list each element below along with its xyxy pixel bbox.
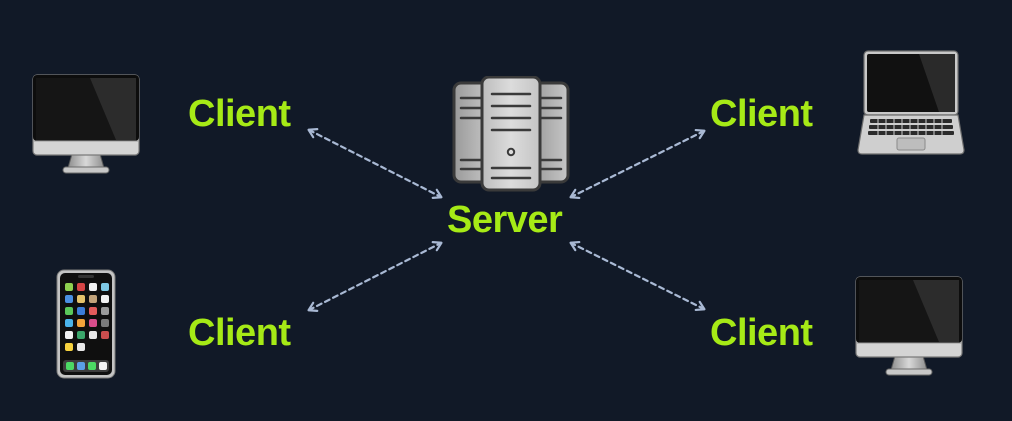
- client-label: Client: [710, 93, 813, 135]
- client-label: Client: [188, 312, 291, 354]
- arrow-server-client-top-left: [307, 128, 443, 199]
- client-label: Client: [710, 312, 813, 354]
- arrow-server-client-bottom-right: [569, 240, 706, 312]
- client-label: Client: [188, 93, 291, 135]
- laptop-icon: [857, 50, 965, 155]
- arrow-server-client-bottom-left: [307, 241, 443, 312]
- mobile-phone-icon: [56, 269, 116, 379]
- arrow-server-client-top-right: [569, 128, 706, 200]
- server-tower-icon: [452, 76, 570, 192]
- desktop-monitor-icon: [32, 74, 140, 174]
- server-label: Server: [447, 199, 563, 241]
- desktop-monitor-icon: [855, 276, 963, 376]
